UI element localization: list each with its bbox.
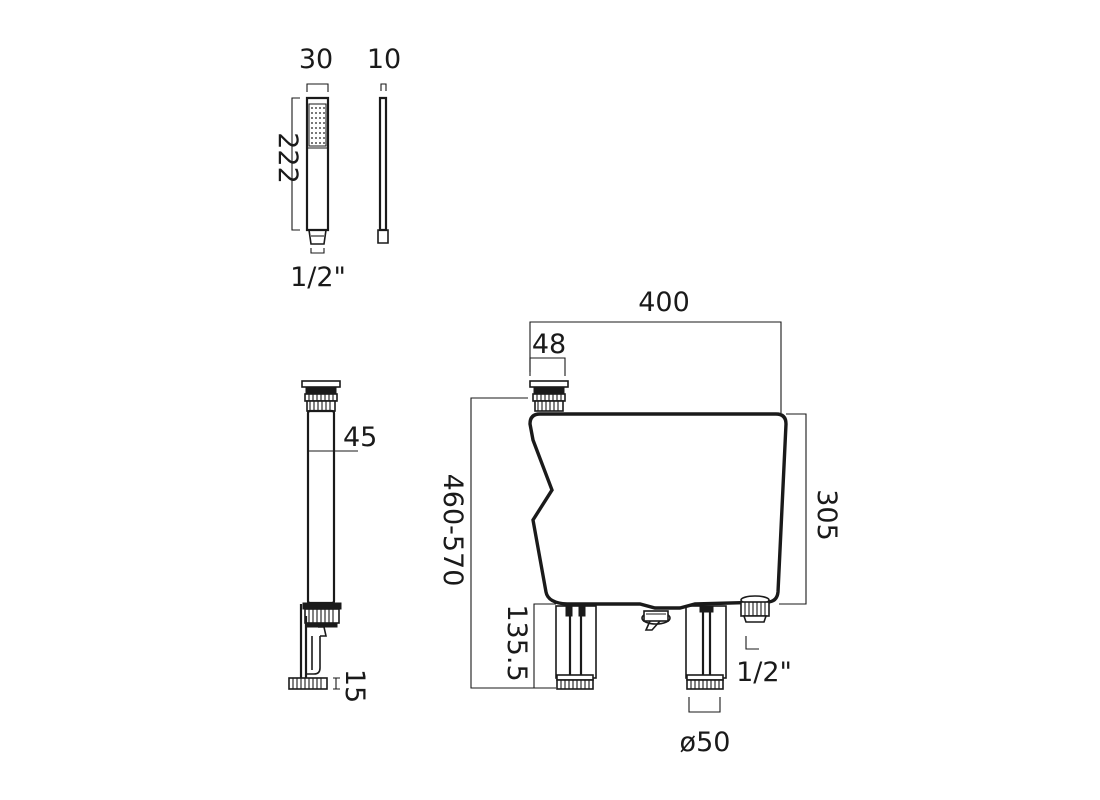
handset-side-view [377, 96, 389, 244]
handset-height-label: 222 [272, 132, 303, 184]
base-thickness-label: 15 [339, 669, 370, 703]
spout-width-label: 48 [532, 329, 566, 360]
handset-front-view [305, 96, 330, 245]
overall-width-label: 400 [638, 287, 690, 318]
mixer-side-view [288, 380, 342, 690]
front-view-dimension-lines [470, 321, 807, 713]
handset-thread-label: 1/2" [290, 262, 346, 293]
side-view-dimension-lines [308, 450, 358, 690]
overall-height-label: 460-570 [437, 474, 468, 587]
hose-width-label: 10 [367, 44, 401, 75]
handset-width-label: 30 [299, 44, 333, 75]
outlet-thread-label: 1/2" [736, 657, 792, 688]
side-diameter-label: 45 [343, 422, 377, 453]
handset-dimension-lines [291, 83, 387, 254]
leg-height-label: 135.5 [501, 604, 532, 681]
leg-diameter-label: ø50 [680, 727, 731, 758]
mixer-front-view [528, 380, 788, 690]
body-height-label: 305 [811, 489, 842, 541]
